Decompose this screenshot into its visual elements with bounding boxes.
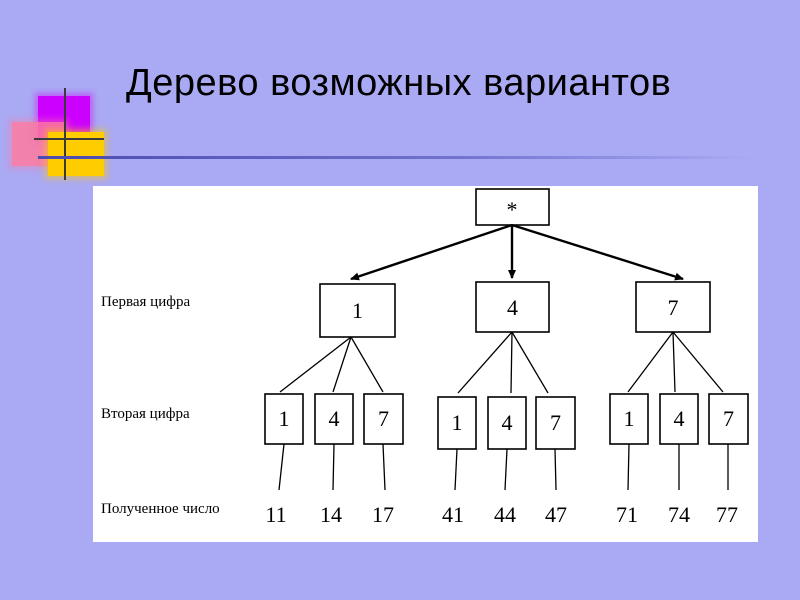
edge-4-to-44	[510, 331, 513, 394]
first-digit-label-4: 4	[507, 295, 518, 320]
result-number-47: 47	[545, 502, 567, 527]
first-digit-box-1	[319, 283, 396, 338]
edge-root-to-7	[511, 223, 684, 281]
result-number-17: 17	[372, 502, 394, 527]
second-digit-label-1-1: 1	[279, 406, 290, 431]
edge-to-result-14	[332, 443, 335, 491]
edge-root-to-1	[350, 223, 513, 281]
decor-vertical-line	[64, 88, 66, 180]
second-digit-label-1-7: 7	[378, 406, 389, 431]
second-digit-label-1-4: 4	[329, 406, 340, 431]
second-digit-label-4-4: 4	[502, 410, 513, 435]
title-underline	[38, 156, 758, 159]
second-digit-box-4-4	[487, 396, 527, 450]
root-node-box	[475, 188, 550, 226]
second-digit-box-1-7	[363, 393, 404, 445]
level-label-second-digit: Вторая цифра	[101, 406, 190, 422]
decor-horizontal-line	[34, 138, 104, 140]
second-digit-box-4-7	[535, 396, 576, 450]
second-digit-label-4-7: 7	[550, 410, 561, 435]
first-digit-box-7	[635, 281, 711, 333]
edge-7-to-71	[627, 331, 674, 393]
second-digit-box-1-1	[264, 393, 304, 445]
level-label-first-digit: Первая цифра	[101, 294, 190, 310]
second-digit-box-1-4	[314, 393, 354, 445]
edge-to-result-44	[504, 448, 508, 491]
edge-to-result-17	[382, 443, 386, 491]
edge-4-to-41	[457, 331, 513, 394]
second-digit-label-4-1: 1	[452, 410, 463, 435]
edge-1-to-14	[332, 336, 352, 393]
result-number-77: 77	[716, 502, 738, 527]
first-digit-label-7: 7	[668, 295, 679, 320]
result-number-71: 71	[616, 502, 638, 527]
root-node-label: *	[507, 197, 518, 222]
level-label-result: Полученное число	[101, 501, 220, 517]
edge-7-to-77	[672, 331, 724, 393]
slide-title: Дерево возможных вариантов	[126, 62, 672, 104]
edge-to-result-71	[627, 443, 630, 491]
edge-to-result-11	[278, 443, 285, 491]
edge-1-to-11	[279, 336, 352, 393]
edge-to-result-47	[554, 448, 557, 491]
first-digit-label-1: 1	[352, 298, 363, 323]
edge-7-to-74	[672, 331, 676, 393]
edge-1-to-17	[350, 336, 384, 393]
result-number-14: 14	[320, 502, 342, 527]
tree-diagram-panel: Первая цифра Вторая цифра Полученное чис…	[93, 186, 758, 542]
result-number-44: 44	[494, 502, 516, 527]
result-number-74: 74	[668, 502, 690, 527]
second-digit-label-7-4: 4	[674, 406, 685, 431]
second-digit-box-7-7	[708, 393, 749, 445]
edge-4-to-47	[511, 331, 549, 394]
result-number-11: 11	[265, 502, 286, 527]
edge-to-result-41	[454, 448, 458, 491]
second-digit-box-7-4	[659, 393, 699, 445]
second-digit-label-7-7: 7	[723, 406, 734, 431]
result-number-41: 41	[442, 502, 464, 527]
second-digit-label-7-1: 1	[624, 406, 635, 431]
tree-diagram: Первая цифра Вторая цифра Полученное чис…	[101, 188, 749, 527]
